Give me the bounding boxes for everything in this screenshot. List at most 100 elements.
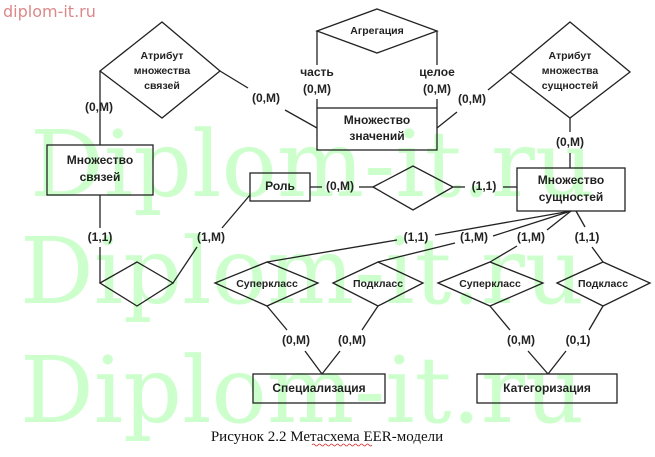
cardinality-label: (1,1) <box>472 179 497 193</box>
spellcheck-underline <box>311 443 373 447</box>
connector-super2-cat-a <box>489 305 511 331</box>
cardinality-label: (0,M) <box>458 92 486 106</box>
diamond-label: Суперкласс <box>459 278 521 290</box>
entity-relationship-set[interactable]: Множество связей <box>46 144 154 196</box>
connector-sub1-spec-a <box>361 305 379 331</box>
role-whole-label: целое <box>419 65 455 79</box>
diamond-label-line-2: множества <box>542 65 599 77</box>
connector-sub2-cat-a <box>588 305 604 331</box>
figure-caption: Рисунок 2.2 Метасхема EER-модели <box>211 429 443 445</box>
diamond-superclass-1[interactable]: Суперкласс <box>213 261 320 307</box>
entity-label-line-2: сущностей <box>539 190 604 204</box>
connector-super1-spec-a <box>266 305 288 331</box>
cardinality-label: (1,M) <box>197 230 225 244</box>
diamond-label-line-3: связей <box>144 80 180 92</box>
connector-lower-role-b <box>221 194 251 229</box>
connector-ent-attr-value-set-a <box>436 111 458 129</box>
connector-entity-super2-a <box>546 210 572 231</box>
connector-super2-cat-b <box>527 350 549 375</box>
connector-rel-attr-value-set-b <box>284 109 318 129</box>
cardinality-label: (0,M) <box>282 333 310 347</box>
diamond-label-line-2: множества <box>134 65 191 77</box>
cardinality-label: (0,M) <box>556 135 584 149</box>
cardinality-label: (1,M) <box>517 230 545 244</box>
cardinality-label: (0,M) <box>85 100 113 114</box>
connector-entity-sub1-b <box>377 242 456 263</box>
entity-label-line-2: значений <box>349 129 404 143</box>
connector-sub1-spec-b <box>321 350 341 375</box>
entity-box <box>476 373 618 404</box>
connectors <box>99 31 604 375</box>
connector-sub2-cat-b <box>547 350 567 375</box>
entity-label-line-2: связей <box>80 170 121 184</box>
connector-entity-super1-a <box>434 210 572 236</box>
entity-value-set[interactable]: Множество значений <box>316 107 438 151</box>
cardinality-label: (0,M) <box>252 91 280 105</box>
diamond-label: Подкласс <box>353 278 403 290</box>
diamond-shape <box>331 261 425 307</box>
entity-label-line-1: Множество <box>538 173 604 187</box>
diamond-relset-role-relationship[interactable] <box>98 261 175 307</box>
diamond-label-line-1: Атрибут <box>141 50 184 62</box>
diamond-shape <box>371 165 455 211</box>
cardinality-label: (1,M) <box>460 230 488 244</box>
cardinality-label: (0,M) <box>303 82 331 96</box>
connector-entity-sub2-a <box>575 210 586 228</box>
entity-box <box>46 144 154 196</box>
diamond-shape <box>98 261 175 307</box>
diamond-subclass-2[interactable]: Подкласс <box>555 261 652 307</box>
cardinality-label: (0,M) <box>338 333 366 347</box>
connector-entity-sub2-b <box>591 246 604 263</box>
cardinality-label: (0,1) <box>566 333 591 347</box>
diamond-superclass-2[interactable]: Суперкласс <box>436 261 545 307</box>
connector-lower-role-a <box>172 246 198 284</box>
watermark-text-1: Diplom-it.ru <box>30 111 594 218</box>
diamond-shape <box>555 261 652 307</box>
diamond-subclass-1[interactable]: Подкласс <box>331 261 425 307</box>
connector-entity-sub1-a <box>492 210 572 237</box>
watermark-text-2: Diplom-it.ru <box>20 218 584 325</box>
entity-specialization[interactable]: Специализация <box>252 373 386 404</box>
entity-entity-set[interactable]: Множество сущностей <box>516 167 626 212</box>
connector-ent-attr-value-set-b <box>487 71 511 91</box>
connector-entity-super2-b <box>489 245 518 263</box>
cardinality-labels: (0,M) (0,M) (0,M) (0,M) (0,M) (0,M) (0,M… <box>85 82 599 347</box>
watermark-background: Diplom-it.ru Diplom-it.ru Diplom-it.ru <box>20 111 594 444</box>
diamond-label-line-3: сущностей <box>542 80 598 92</box>
diamond-shape <box>213 261 320 307</box>
diamond-shape <box>436 261 545 307</box>
diamond-label-line-1: Атрибут <box>549 50 592 62</box>
entity-role[interactable]: Роль <box>249 172 311 202</box>
diamond-entity-set-attribute[interactable]: Атрибут множества сущностей <box>508 21 632 119</box>
cardinality-label: (1,1) <box>575 230 600 244</box>
cardinality-label: (0,M) <box>423 82 451 96</box>
diamond-shape <box>508 21 632 119</box>
entity-label: Специализация <box>272 381 365 395</box>
entity-label-line-1: Множество <box>67 153 133 167</box>
connector-rel-attr-value-set-a <box>219 70 249 89</box>
entity-box <box>316 107 438 151</box>
diamond-label: Суперкласс <box>236 278 298 290</box>
entity-categorization[interactable]: Категоризация <box>476 373 618 404</box>
entity-label: Категоризация <box>503 381 591 395</box>
diamond-shape <box>98 21 222 119</box>
entity-box <box>249 172 311 202</box>
entity-label: Роль <box>265 179 295 193</box>
cardinality-label: (0,M) <box>507 333 535 347</box>
entity-label-line-1: Множество <box>344 113 410 127</box>
diamond-role-entity-relationship[interactable] <box>371 165 455 211</box>
entity-box <box>516 167 626 212</box>
cardinality-label: (1,1) <box>404 230 429 244</box>
watermark-text-3: Diplom-it.ru <box>20 337 584 444</box>
cardinality-label: (0,M) <box>326 179 354 193</box>
diamond-aggregation[interactable]: Агрегация <box>315 8 439 54</box>
diamond-label: Подкласс <box>578 278 628 290</box>
role-part-label: часть <box>300 65 334 79</box>
connector-entity-super1-b <box>266 239 398 263</box>
diamond-rel-set-attribute[interactable]: Атрибут множества связей <box>98 21 222 119</box>
diamond-shape <box>315 8 439 54</box>
connector-super1-spec-b <box>304 350 323 375</box>
entity-box <box>252 373 386 404</box>
cardinality-label: (1,1) <box>88 230 113 244</box>
